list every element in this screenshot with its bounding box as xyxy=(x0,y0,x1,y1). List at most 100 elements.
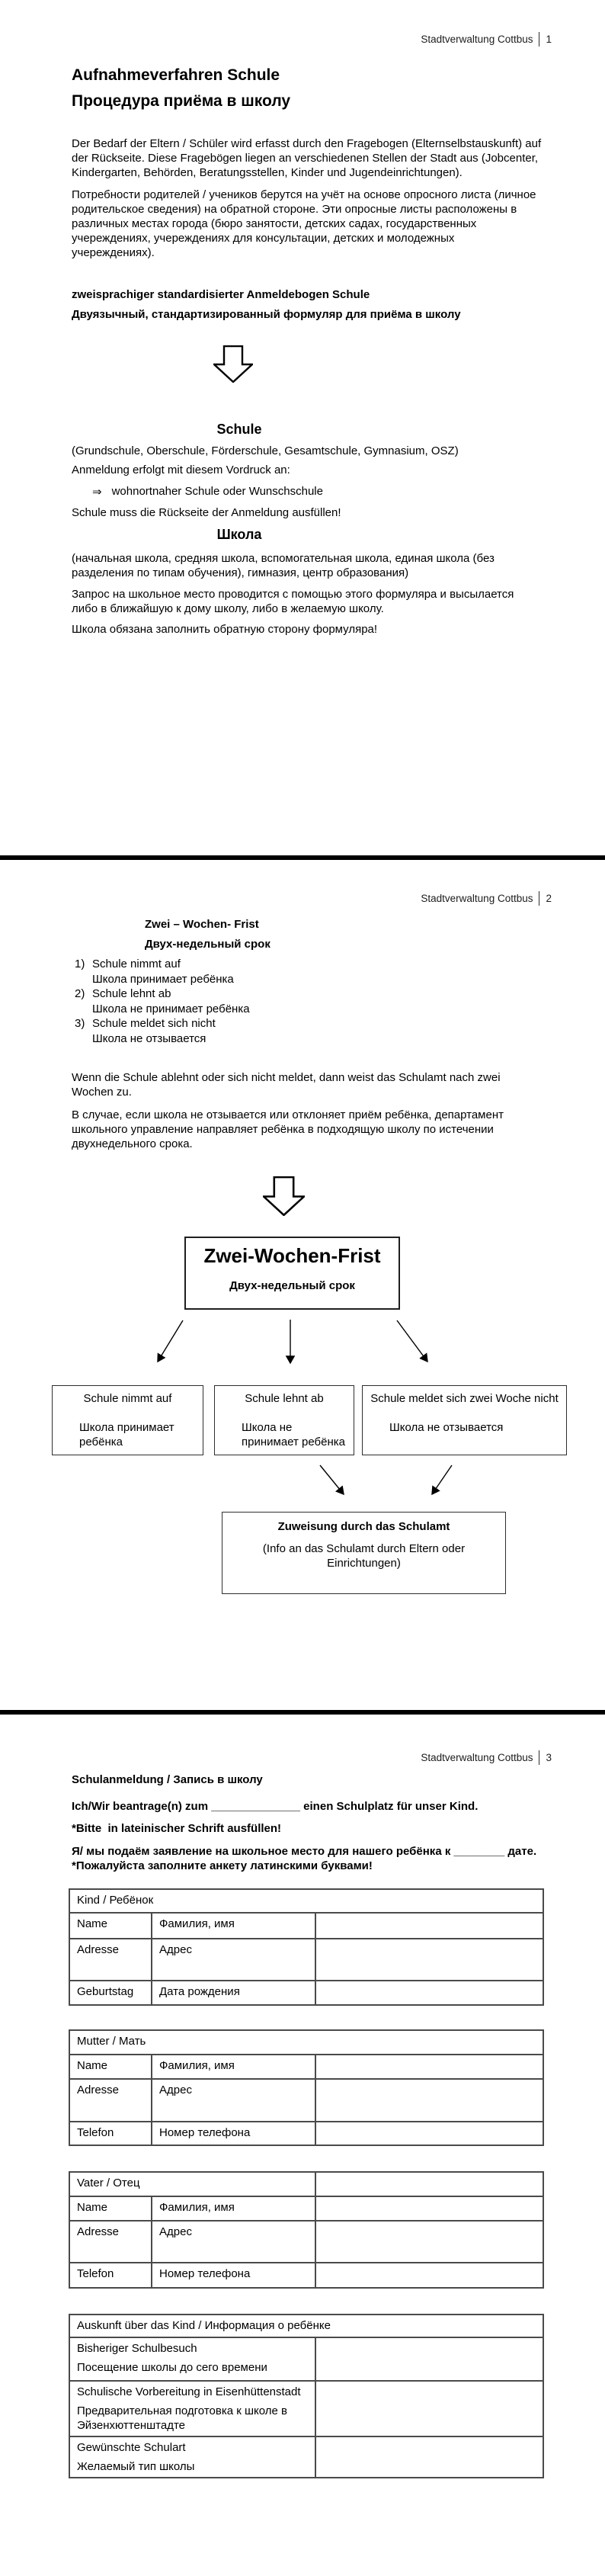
field-label-de: Adresse xyxy=(69,1938,152,1981)
flowchart-root-box: Zwei-Wochen-Frist Двух-недельный срок xyxy=(184,1237,400,1310)
subtitle-ru: Двуязычный, стандартизированный формуляр… xyxy=(72,308,461,321)
page-header: Stadtverwaltung Cottbus 2 xyxy=(421,891,552,906)
field-label-ru: Дата рождения xyxy=(151,1980,316,2006)
field-label-ru: Номер телефона xyxy=(151,2121,316,2146)
note-latin-de: *Bitte in lateinischer Schrift ausfüllen… xyxy=(72,1822,282,1835)
zapros-paragraph: Запрос на школьное место проводится с по… xyxy=(72,588,514,615)
input-cell[interactable] xyxy=(315,2220,545,2263)
field-label: Schulische Vorbereitung in Eisenhüttenst… xyxy=(69,2380,316,2437)
p3-title: Schulanmeldung / Запись в школу xyxy=(72,1773,263,1786)
input-cell[interactable] xyxy=(315,2171,545,2197)
page-header: Stadtverwaltung Cottbus 3 xyxy=(421,1750,552,1765)
list-text-ru: Школа не принимает ребёнка xyxy=(92,1002,250,1015)
list-number: 1) xyxy=(75,958,85,970)
field-label-de: Geburtstag xyxy=(69,1980,152,2006)
box-label-ru: Школа не принимает ребёнка xyxy=(242,1421,346,1448)
header-brand: Stadtverwaltung Cottbus xyxy=(421,34,533,45)
flowchart-box-noreply: Schule meldet sich zwei Woche nicht Школ… xyxy=(362,1385,567,1455)
paragraph-ru: Потребности родителей / учеников берутся… xyxy=(72,188,536,259)
list-text-ru: Школа принимает ребёнка xyxy=(92,972,234,986)
table-auskunft: Auskunft über das Kind / Информация о ре… xyxy=(69,2314,544,2478)
field-label-ru: Адрес xyxy=(151,1938,316,1981)
subtitle-de: zweisprachiger standardisierter Anmeldeb… xyxy=(72,288,370,301)
shkola-types: (начальная школа, средняя школа, вспомог… xyxy=(72,552,495,579)
list-number: 2) xyxy=(75,987,85,1000)
header-brand: Stadtverwaltung Cottbus xyxy=(421,893,533,904)
table-header: Kind / Ребёнок xyxy=(68,1888,545,1914)
box-label-de: Schule meldet sich zwei Woche nicht xyxy=(370,1392,559,1405)
field-label-ru: Номер телефона xyxy=(150,2262,317,2289)
box-label-de: Schule nimmt auf xyxy=(83,1392,172,1405)
field-label-ru: Предварительная подготовка к школе в Эйз… xyxy=(77,2404,287,2432)
input-cell[interactable] xyxy=(315,2436,544,2478)
field-label: Gewünschte Schulart Желаемый тип школы xyxy=(69,2436,316,2478)
schule-note: Schule muss die Rückseite der Anmeldung … xyxy=(72,506,341,519)
input-cell[interactable] xyxy=(314,2121,545,2146)
page-number: 2 xyxy=(546,893,552,904)
apply-line-ru: Я/ мы подаём заявление на школьное место… xyxy=(72,1845,537,1858)
input-cell[interactable] xyxy=(315,2196,545,2222)
box-label-de: Schule lehnt ab xyxy=(245,1392,324,1405)
field-label-de: Telefon xyxy=(69,2262,152,2289)
flowchart-result-box: Zuweisung durch das Schulamt (Info an da… xyxy=(222,1512,506,1594)
flowchart-box-accept: Schule nimmt auf Школа принимает ребёнка xyxy=(52,1385,203,1455)
list-number: 3) xyxy=(75,1017,85,1030)
table-header: Mutter / Мать xyxy=(68,2029,545,2055)
page-separator xyxy=(0,855,605,860)
input-cell[interactable] xyxy=(315,2337,544,2382)
p2-paragraph-ru: В случае, если школа не отзывается или о… xyxy=(72,1108,504,1150)
box-label-ru: Школа принимает ребёнка xyxy=(79,1421,174,1448)
field-label-de: Adresse xyxy=(69,2220,152,2263)
p2-paragraph-de: Wenn die Schule ablehnt oder sich nicht … xyxy=(72,1071,501,1099)
input-cell[interactable] xyxy=(314,1980,545,2006)
input-cell[interactable] xyxy=(314,1938,545,1981)
input-cell[interactable] xyxy=(315,2262,545,2289)
field-label-ru: Адрес xyxy=(150,2220,317,2263)
down-arrow-icon xyxy=(263,1176,305,1216)
p2-title-ru: Двух-недельный срок xyxy=(145,938,270,951)
section-heading-schule: Schule xyxy=(216,422,262,437)
table-mutter: Mutter / Мать Name Фамилия, имя Adresse … xyxy=(68,2029,545,2146)
box-label-ru: Школа не отзывается xyxy=(389,1421,504,1434)
root-box-title-ru: Двух-недельный срок xyxy=(229,1279,355,1292)
field-label-ru: Желаемый тип школы xyxy=(77,2460,195,2473)
list-text-de: Schule meldet sich nicht xyxy=(92,1017,216,1030)
field-label-ru: Фамилия, имя xyxy=(151,1912,316,1939)
doc-title-de: Aufnahmeverfahren Schule xyxy=(72,66,280,84)
flowchart-box-reject: Schule lehnt ab Школа не принимает ребён… xyxy=(214,1385,354,1455)
input-cell[interactable] xyxy=(314,2054,545,2080)
page-header: Stadtverwaltung Cottbus 1 xyxy=(421,32,552,47)
field-label-de: Gewünschte Schulart xyxy=(77,2441,186,2454)
list-text-ru: Школа не отзывается xyxy=(92,1031,206,1045)
p2-title-de: Zwei – Wochen- Frist xyxy=(145,918,259,931)
bullet-line: ⇒ wohnortnaher Schule oder Wunschschule xyxy=(92,485,323,499)
paragraph-de: Der Bedarf der Eltern / Schüler wird erf… xyxy=(72,137,542,179)
input-cell[interactable] xyxy=(314,1912,545,1939)
result-title: Zuweisung durch das Schulamt xyxy=(277,1520,450,1533)
field-label-de: Name xyxy=(69,1912,152,1939)
apply-line-de: Ich/Wir beantrage(n) zum ______________ … xyxy=(72,1800,479,1813)
page-number: 1 xyxy=(546,34,552,45)
input-cell[interactable] xyxy=(314,2078,545,2122)
header-brand: Stadtverwaltung Cottbus xyxy=(421,1752,533,1763)
doc-title-ru: Процедура приёма в школу xyxy=(72,92,291,110)
field-label-ru: Посещение школы до сего времени xyxy=(77,2361,267,2374)
table-header: Vater / Отец xyxy=(68,2171,317,2197)
anmeldung-line: Anmeldung erfolgt mit diesem Vordruck an… xyxy=(72,464,290,476)
note-latin-ru: *Пожалуйста заполните анкету латинскими … xyxy=(72,1859,373,1872)
input-cell[interactable] xyxy=(315,2380,544,2437)
field-label-de: Telefon xyxy=(69,2121,152,2146)
result-info: (Info an das Schulamt durch Eltern oder … xyxy=(262,1542,466,1570)
bullet-text: wohnortnaher Schule oder Wunschschule xyxy=(111,485,323,498)
field-label-de: Schulische Vorbereitung in Eisenhüttenst… xyxy=(77,2385,301,2398)
root-box-title-de: Zwei-Wochen-Frist xyxy=(203,1244,381,1267)
field-label: Bisheriger Schulbesuch Посещение школы д… xyxy=(69,2337,316,2382)
